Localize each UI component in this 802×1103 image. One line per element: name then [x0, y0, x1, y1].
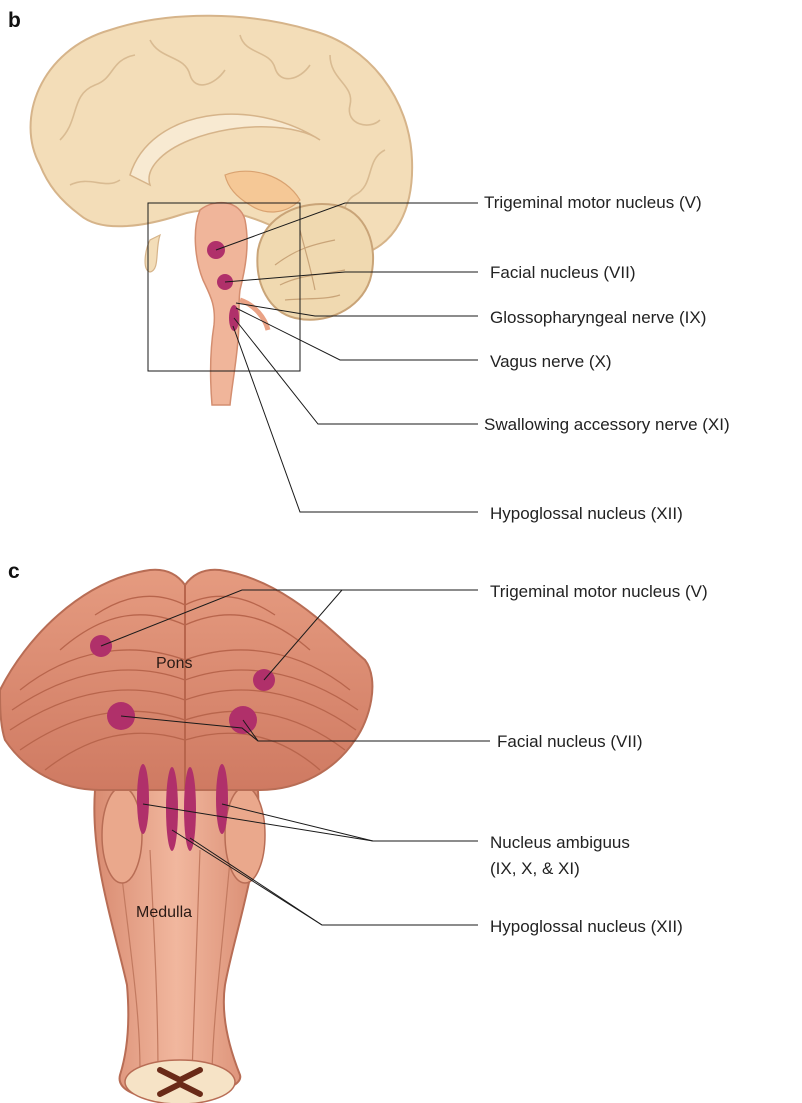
- pituitary: [145, 235, 160, 272]
- label-trigeminal-b: Trigeminal motor nucleus (V): [484, 193, 702, 212]
- leader-hypoglossal-b: [233, 326, 478, 512]
- panel-b-letter: b: [8, 9, 21, 32]
- label-facial-b: Facial nucleus (VII): [490, 263, 636, 282]
- panel-c: c: [0, 560, 708, 1103]
- label-vagus-b: Vagus nerve (X): [490, 352, 612, 371]
- label-trigeminal-c: Trigeminal motor nucleus (V): [490, 582, 708, 601]
- region-label-medulla: Medulla: [136, 904, 192, 921]
- left-olive: [102, 787, 142, 883]
- label-facial-c: Facial nucleus (VII): [497, 732, 643, 751]
- ambiguus-left: [137, 764, 149, 834]
- label-ambiguus-c-line2: (IX, X, & XI): [490, 859, 580, 878]
- region-label-pons: Pons: [156, 655, 192, 672]
- panel-c-letter: c: [8, 560, 20, 583]
- label-glosso-b: Glossopharyngeal nerve (IX): [490, 308, 706, 327]
- ambiguus-right: [216, 764, 228, 834]
- sagittal-brain-illustration: [31, 16, 413, 405]
- panel-b: b: [8, 9, 730, 523]
- label-hypoglossal-b: Hypoglossal nucleus (XII): [490, 504, 683, 523]
- label-accessory-b: Swallowing accessory nerve (XI): [484, 415, 730, 434]
- label-ambiguus-c-line1: Nucleus ambiguus: [490, 833, 630, 852]
- label-hypoglossal-c: Hypoglossal nucleus (XII): [490, 917, 683, 936]
- right-olive: [225, 787, 265, 883]
- cerebellum: [257, 204, 373, 320]
